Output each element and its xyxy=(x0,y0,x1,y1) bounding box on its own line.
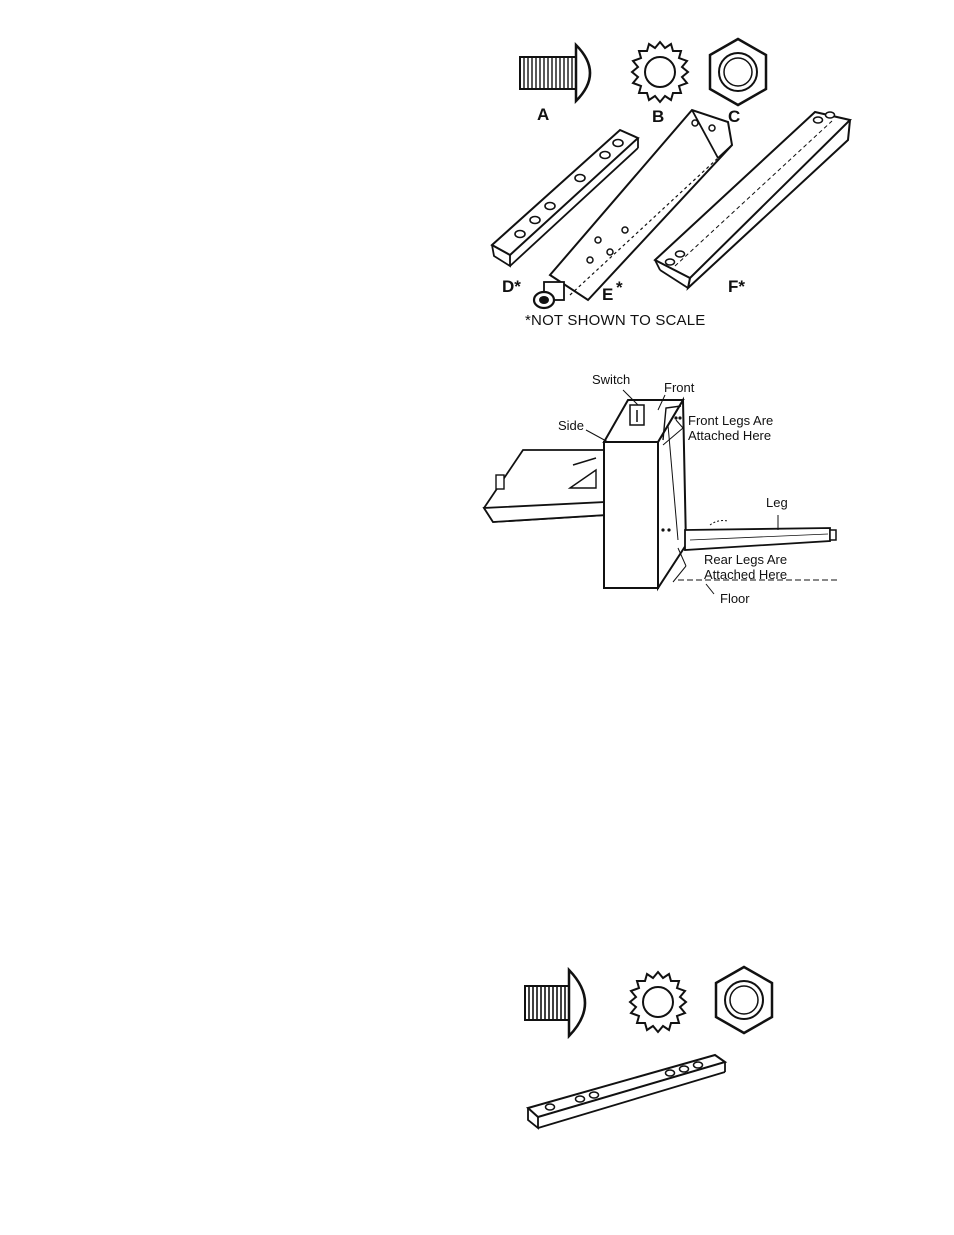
part-label-f: F* xyxy=(728,277,745,297)
leg-icon xyxy=(685,521,836,551)
figure-parts-list: A B C D* E * F* *NOT SHOWN TO SCALE xyxy=(480,20,860,340)
parts-drawing xyxy=(480,20,860,340)
callout-side: Side xyxy=(558,418,584,433)
callout-leg: Leg xyxy=(766,495,788,510)
part-label-e-asterisk: * xyxy=(616,278,623,298)
callout-rear-legs-line2: Attached Here xyxy=(704,567,787,582)
figure-hardware xyxy=(510,960,790,1140)
hex-nut-icon xyxy=(716,967,772,1033)
carriage-bolt-icon xyxy=(520,45,590,101)
carriage-bolt-icon xyxy=(525,970,585,1036)
part-label-c: C xyxy=(728,107,740,127)
callout-floor: Floor xyxy=(720,591,750,606)
part-label-e: E xyxy=(602,285,613,305)
hardware-drawing xyxy=(510,960,790,1140)
part-label-a: A xyxy=(537,105,549,125)
cabinet-drawing xyxy=(478,370,848,615)
figure-leg-placement: Switch Front Side Front Legs Are Attache… xyxy=(478,370,848,615)
callout-rear-legs-line1: Rear Legs Are xyxy=(704,552,787,567)
scale-note: *NOT SHOWN TO SCALE xyxy=(525,312,706,329)
lock-washer-icon xyxy=(632,42,688,102)
saw-table-icon xyxy=(484,450,606,522)
hex-nut-icon xyxy=(710,39,766,105)
callout-front-legs-line2: Attached Here xyxy=(688,428,771,443)
callout-front: Front xyxy=(664,380,694,395)
leg-brace-icon xyxy=(528,1055,725,1128)
part-label-d: D* xyxy=(502,277,521,297)
callout-front-legs-line1: Front Legs Are xyxy=(688,413,773,428)
callout-switch: Switch xyxy=(592,372,630,387)
cabinet-icon xyxy=(604,400,686,588)
part-label-b: B xyxy=(652,107,664,127)
lock-washer-icon xyxy=(630,972,686,1032)
